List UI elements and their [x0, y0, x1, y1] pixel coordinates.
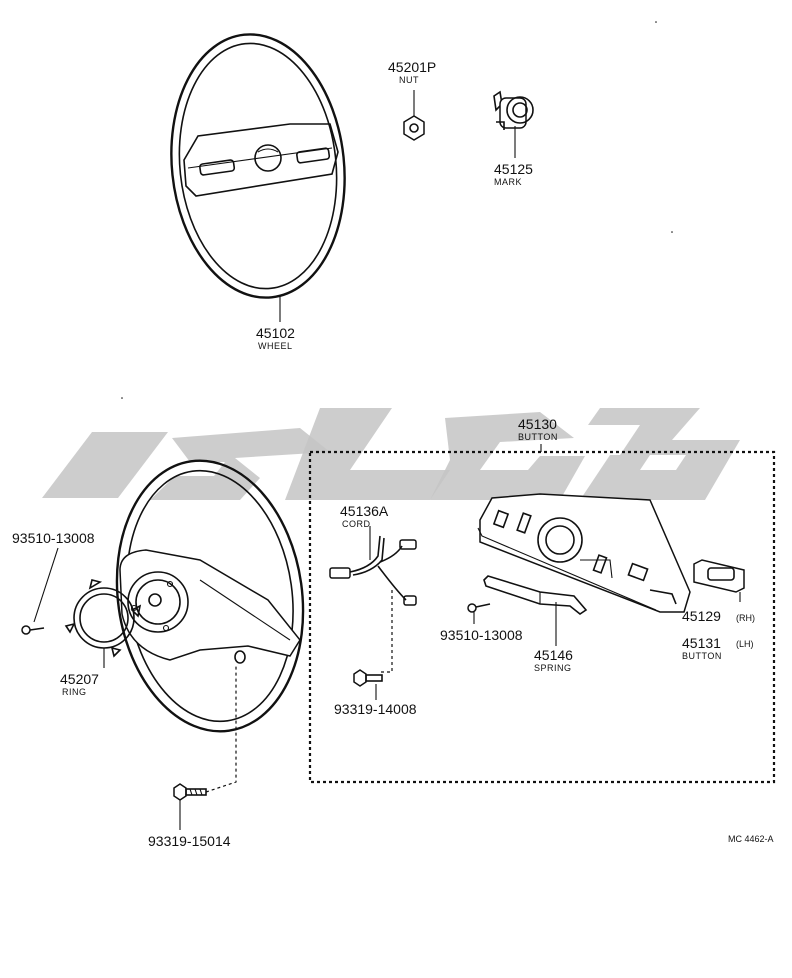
watermark-logo: [42, 408, 740, 500]
label-45102-name: WHEEL: [258, 341, 293, 351]
label-45207-number: 45207: [60, 671, 99, 687]
label-45201p-name: NUT: [399, 75, 419, 85]
dashed-link-cord: [380, 590, 393, 673]
leader-93510-13008-left: [33, 547, 59, 623]
label-45201p-number: 45201P: [388, 59, 436, 75]
steering-wheel-top: [170, 33, 346, 299]
mark-45125: [493, 90, 534, 130]
label-45130-name: BUTTON: [518, 432, 558, 442]
label-45125-number: 45125: [494, 161, 533, 177]
label-45125-name: MARK: [494, 177, 522, 187]
label-93319-14008: 93319-14008: [334, 701, 417, 717]
speck: [671, 231, 673, 233]
label-45136a-name: CORD: [342, 519, 371, 529]
label-45131-note: (LH): [736, 639, 754, 649]
label-45146-number: 45146: [534, 647, 573, 663]
label-45207-name: RING: [62, 687, 87, 697]
spring-45146: [483, 575, 588, 615]
dashed-link-bolt: [205, 664, 237, 793]
label-93510-13008-left: 93510-13008: [12, 530, 95, 546]
bolt-93319-15014: [173, 783, 207, 801]
label-45102-number: 45102: [256, 325, 295, 341]
label-45136a-number: 45136A: [340, 503, 389, 519]
label-45130-number: 45130: [518, 416, 557, 432]
screw-93510-13008-left: [21, 625, 45, 635]
speck: [121, 397, 123, 399]
cord-45136a: [329, 535, 417, 606]
screw-93510-13008-right: [467, 603, 491, 613]
nut-45201p: [403, 115, 425, 141]
reference-code: MC 4462-A: [728, 834, 774, 844]
button-pad-45130: [477, 493, 691, 613]
label-93319-15014: 93319-15014: [148, 833, 231, 849]
speck: [655, 21, 657, 23]
bolt-93319-14008: [353, 669, 383, 687]
label-45131-name: BUTTON: [682, 651, 722, 661]
label-93510-13008-right: 93510-13008: [440, 627, 523, 643]
button-assembly-box: [308, 450, 776, 784]
label-45129-number: 45129: [682, 608, 721, 624]
steering-wheel-bottom: [115, 459, 305, 733]
label-45131-number: 45131: [682, 635, 721, 651]
label-45146-name: SPRING: [534, 663, 572, 673]
label-45129-note: (RH): [736, 613, 755, 623]
button-45129-45131: [693, 559, 745, 593]
